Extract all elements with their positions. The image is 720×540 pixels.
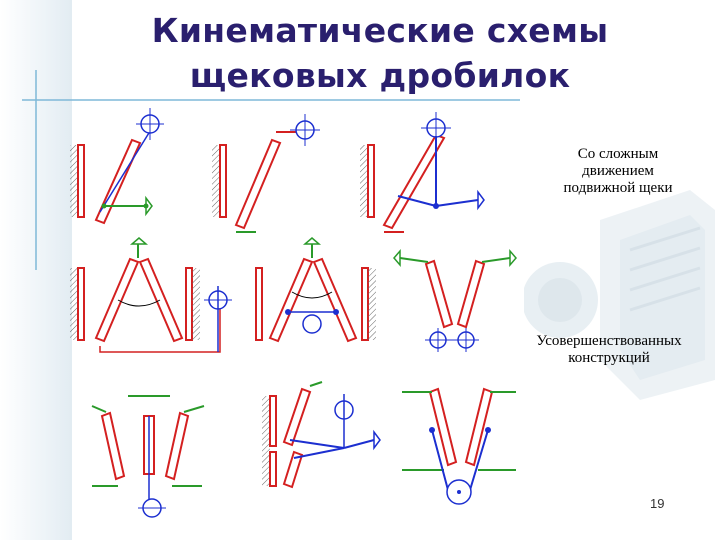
crusher-photo-illustration — [522, 190, 715, 400]
label-complex-motion-line-3: подвижной щеки — [563, 180, 673, 196]
scheme-simple-swing-1 — [70, 108, 164, 225]
slide-title: Кинематические схемы щековых дробилок — [100, 8, 660, 98]
scheme-improved-3 — [402, 387, 516, 505]
label-improved-line-1: Усовершенствованных — [536, 333, 682, 349]
scheme-simple-swing-2 — [212, 114, 320, 233]
label-complex-motion: Со сложным движением подвижной щеки — [528, 146, 708, 197]
title-line-2: щековых дробилок — [189, 56, 571, 95]
scheme-improved-2 — [262, 381, 381, 489]
scheme-complex-motion — [360, 112, 485, 233]
scheme-improved-1 — [91, 395, 205, 518]
label-improved-line-2: конструкций — [568, 350, 650, 366]
label-complex-motion-line-2: движением — [582, 163, 654, 179]
label-improved-designs: Усовершенствованных конструкций — [504, 333, 714, 367]
title-line-1: Кинематические схемы — [151, 11, 609, 50]
scheme-double-jaw-2 — [255, 237, 376, 343]
scheme-double-jaw-1 — [70, 237, 232, 353]
page-number: 19 — [650, 496, 665, 511]
label-complex-motion-line-1: Со сложным — [577, 146, 659, 162]
scheme-double-jaw-3 — [393, 248, 517, 352]
